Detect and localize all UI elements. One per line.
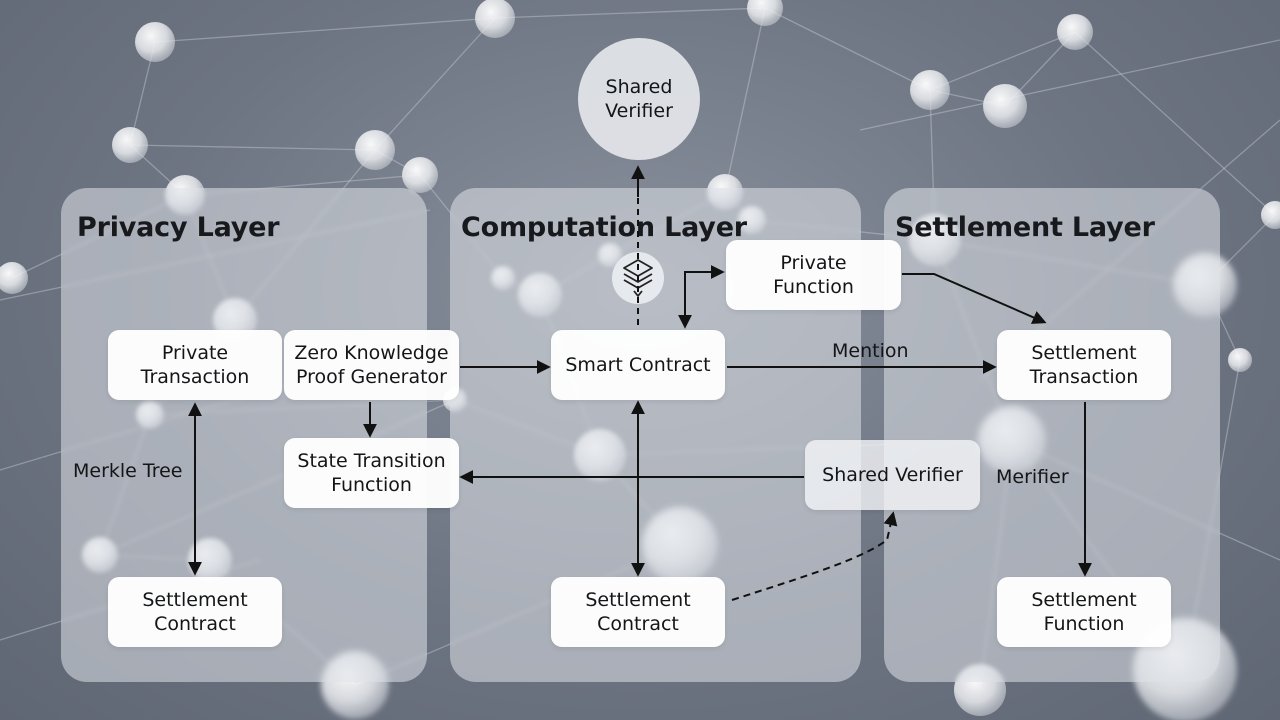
network-node-dot — [135, 22, 175, 62]
network-link — [1074, 31, 1276, 216]
private-function-label: Private Function — [773, 252, 854, 298]
shared-verifier-mid-node[interactable]: Shared Verifier — [805, 440, 980, 510]
network-node-dot — [355, 130, 395, 170]
network-link — [929, 31, 1076, 91]
settlement-layer-title: Settlement Layer — [895, 212, 1155, 243]
stacked-layers-icon — [612, 252, 664, 304]
shared-verifier-top-node[interactable]: Shared Verifier — [578, 38, 700, 160]
private-function-node[interactable]: Private Function — [726, 240, 901, 310]
settlement-transaction-label: Settlement Transaction — [1029, 342, 1139, 388]
settlement-function-node[interactable]: Settlement Function — [997, 577, 1171, 647]
network-node-dot — [402, 157, 438, 193]
network-node-dot — [983, 84, 1027, 128]
merifier-label: Merifier — [996, 466, 1069, 488]
network-link — [374, 17, 496, 151]
merkle-tree-label: Merkle Tree — [73, 460, 183, 482]
network-link — [129, 144, 376, 151]
settlement-transaction-node[interactable]: Settlement Transaction — [997, 330, 1171, 400]
network-link — [154, 17, 496, 43]
shared-verifier-top-label: Shared Verifier — [605, 76, 673, 122]
zk-proof-generator-label: Zero Knowledge Proof Generator — [294, 342, 449, 388]
mention-label: Mention — [832, 340, 909, 362]
privacy-layer-title: Privacy Layer — [77, 212, 280, 243]
network-node-dot — [910, 70, 950, 110]
smart-contract-node[interactable]: Smart Contract — [551, 330, 725, 400]
network-link — [724, 7, 766, 193]
network-link — [764, 7, 931, 91]
settlement-contract-left-node[interactable]: Settlement Contract — [108, 577, 282, 647]
network-node-dot — [0, 262, 28, 294]
network-node-dot — [1261, 201, 1280, 229]
private-transaction-node[interactable]: Private Transaction — [108, 330, 282, 400]
private-transaction-label: Private Transaction — [140, 342, 250, 388]
smart-contract-label: Smart Contract — [565, 354, 711, 376]
settlement-contract-left-label: Settlement Contract — [142, 589, 248, 635]
network-node-dot — [1057, 14, 1093, 50]
network-node-dot — [1228, 348, 1252, 372]
zk-proof-generator-node[interactable]: Zero Knowledge Proof Generator — [284, 330, 459, 400]
network-node-dot — [475, 0, 515, 38]
state-transition-function-node[interactable]: State Transition Function — [284, 438, 459, 508]
network-link — [859, 39, 1280, 131]
settlement-function-label: Settlement Function — [1031, 589, 1137, 635]
shared-verifier-mid-label: Shared Verifier — [822, 464, 963, 486]
state-transition-function-label: State Transition Function — [297, 450, 446, 496]
network-node-dot — [112, 127, 148, 163]
settlement-contract-center-node[interactable]: Settlement Contract — [551, 577, 725, 647]
settlement-contract-center-label: Settlement Contract — [585, 589, 691, 635]
network-link — [494, 7, 766, 19]
computation-layer-title: Computation Layer — [461, 212, 747, 243]
network-node-dot — [747, 0, 783, 26]
